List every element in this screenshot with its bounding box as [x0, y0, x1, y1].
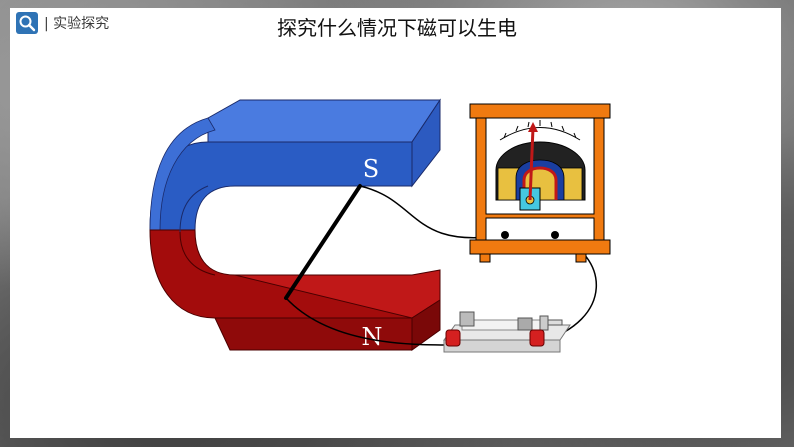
section-label: | 实验探究 [44, 16, 110, 32]
north-pole-label: N [362, 323, 383, 351]
galvanometer-needle [528, 127, 535, 201]
knife-switch[interactable] [443, 311, 571, 353]
galvanometer [469, 103, 611, 263]
south-pole-label: S [363, 155, 379, 183]
switch-terminal-right[interactable] [529, 329, 545, 347]
search-button[interactable] [16, 12, 38, 34]
search-icon [19, 15, 36, 32]
galvanometer-terminal-right[interactable] [551, 231, 559, 239]
horseshoe-magnet [149, 98, 441, 351]
switch-terminal-left[interactable] [445, 329, 461, 347]
slide-canvas [10, 8, 781, 438]
page-title: 探究什么情况下磁可以生电 [277, 16, 517, 40]
galvanometer-terminal-left[interactable] [501, 231, 509, 239]
conductor-rod[interactable] [284, 184, 362, 300]
